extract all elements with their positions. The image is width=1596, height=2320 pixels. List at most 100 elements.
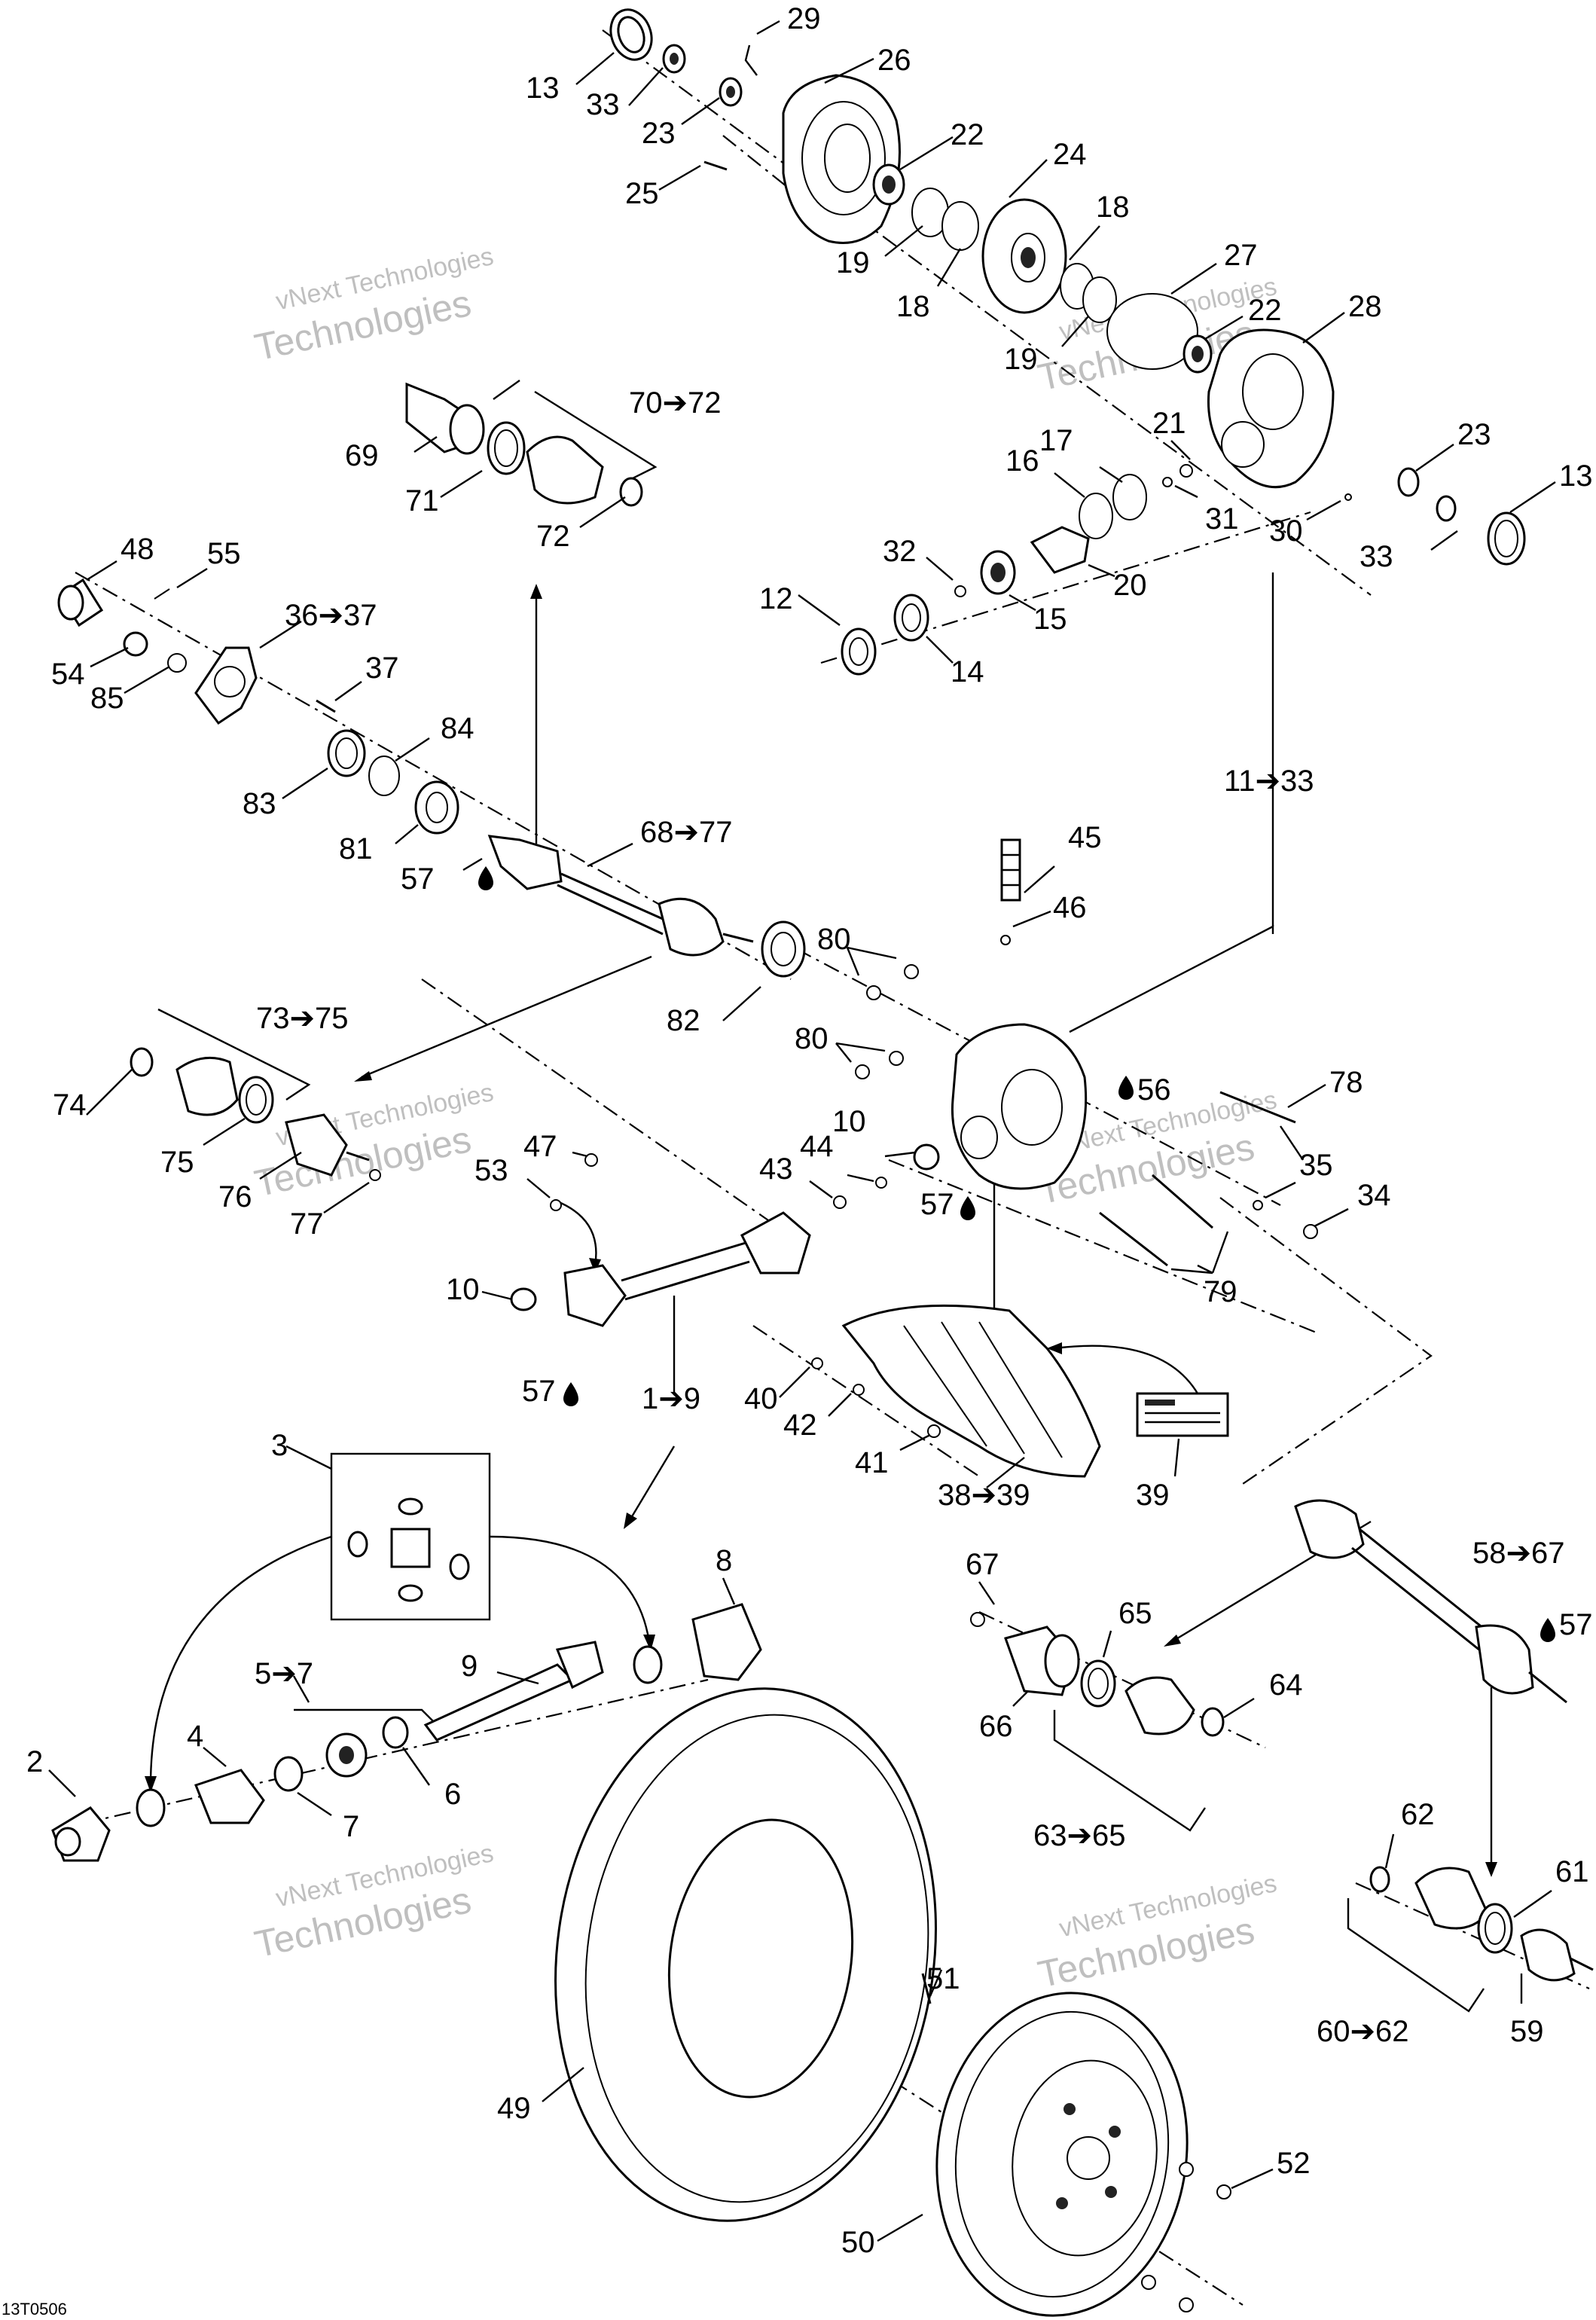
guard-38 (841, 1304, 1101, 1478)
ring-61 (1477, 1903, 1513, 1954)
callout-30: 30 (1269, 514, 1303, 548)
ring-84 (368, 756, 400, 796)
washer-85 (167, 653, 187, 673)
callout-44: 44 (800, 1130, 834, 1163)
callout-45: 45 (1068, 821, 1102, 854)
shim-16 (1079, 493, 1113, 539)
callout-40: 40 (744, 1382, 778, 1415)
bolt-78 (1219, 1091, 1296, 1124)
boot-72 (526, 435, 604, 505)
callout-31: 31 (1205, 502, 1239, 536)
nut-41 (927, 1424, 941, 1438)
callout-57: 57 (522, 1375, 556, 1408)
clamp-72 (619, 477, 643, 507)
bearing-14 (893, 594, 929, 642)
callout-6: 6 (444, 1778, 461, 1811)
screw-40 (811, 1357, 823, 1369)
seal-10-center (913, 1143, 940, 1171)
seal-13-top (609, 8, 653, 61)
callout-51: 51 (926, 1962, 960, 1995)
callout-37: 37 (365, 652, 399, 685)
washer-35 (1253, 1200, 1263, 1210)
propshaft-1 (563, 1211, 811, 1327)
ring-71 (487, 421, 526, 475)
callout-23: 23 (642, 117, 676, 150)
callout-82: 82 (667, 1004, 700, 1037)
callout-68-77: 68➔77 (640, 816, 733, 849)
cross-8 (633, 1645, 663, 1684)
callout-34: 34 (1357, 1179, 1391, 1212)
seal-82 (761, 920, 806, 978)
shim-17 (1112, 474, 1147, 520)
callout-19: 19 (1004, 343, 1038, 376)
oil-drop-icon (1118, 1076, 1134, 1100)
ring-7 (273, 1756, 304, 1792)
callout-66: 66 (979, 1710, 1013, 1743)
nut-34 (1303, 1224, 1318, 1239)
watermark: vNext Technologies Technologies (1034, 1869, 1279, 1995)
u-joint-cross-3 (347, 1497, 470, 1602)
ring-75 (238, 1076, 274, 1124)
callout-58-67: 58➔67 (1472, 1537, 1565, 1570)
callout-49: 49 (497, 2092, 531, 2125)
callout-27: 27 (1224, 239, 1258, 272)
oil-drop-icon (1540, 1618, 1555, 1642)
cap-48 (57, 578, 104, 627)
bearing-33-top (662, 44, 686, 74)
callout-17: 17 (1039, 424, 1073, 457)
washer-21 (1179, 464, 1193, 478)
callout-74: 74 (53, 1088, 87, 1122)
oil-drop-icons (478, 866, 1555, 1642)
callout-1-9: 1➔9 (642, 1382, 700, 1415)
callout-5-7: 5➔7 (255, 1657, 313, 1690)
callout-59: 59 (1510, 2015, 1544, 2048)
callout-29: 29 (787, 2, 821, 35)
cv-joint-59 (1520, 1928, 1594, 1982)
callout-60-62: 60➔62 (1317, 2015, 1409, 2048)
nut-54 (123, 631, 148, 657)
callout-55: 55 (207, 537, 241, 570)
callout-76: 76 (218, 1180, 252, 1213)
callout-75: 75 (160, 1146, 194, 1179)
callout-13: 13 (1559, 459, 1593, 493)
shaft-9 (423, 1641, 604, 1742)
ring-31 (1162, 477, 1173, 487)
callout-26: 26 (877, 44, 911, 77)
callout-33: 33 (586, 88, 620, 121)
callout-77: 77 (290, 1207, 324, 1241)
callout-50: 50 (841, 2226, 875, 2259)
bearing-15 (980, 550, 1016, 595)
callout-39: 39 (1136, 1479, 1170, 1512)
bearing-33-right (1436, 495, 1457, 522)
bearing-23-right (1397, 467, 1420, 497)
shim-19-lower (1082, 276, 1117, 323)
callout-57: 57 (401, 862, 435, 896)
callout-62: 62 (1401, 1798, 1435, 1831)
u-joint-kit-box (330, 1452, 491, 1621)
clamp-64 (1201, 1707, 1225, 1737)
coupler-5 (325, 1732, 368, 1778)
callout-16: 16 (1006, 444, 1039, 478)
callout-57: 57 (1559, 1608, 1593, 1641)
callout-56: 56 (1137, 1073, 1171, 1107)
callout-24: 24 (1053, 138, 1087, 171)
bearing-23-top (719, 77, 743, 107)
bearing-22-top (872, 163, 905, 206)
bolts-79 (1099, 1174, 1213, 1267)
callout-labels: 13 33 23 29 26 22 25 24 18 19 18 27 19 2… (26, 2, 1593, 2259)
callout-11-33: 11➔33 (1224, 765, 1314, 798)
cotter-pin-55 (154, 588, 170, 600)
callout-71: 71 (405, 484, 439, 517)
callout-32: 32 (883, 535, 917, 568)
ring-32 (954, 585, 966, 597)
callout-35: 35 (1299, 1149, 1333, 1182)
callout-15: 15 (1033, 603, 1067, 636)
oil-drop-icon (478, 866, 493, 890)
callout-78: 78 (1329, 1066, 1363, 1099)
nuts-80-top (866, 964, 919, 1000)
washer-53 (550, 1199, 562, 1211)
callout-73-75: 73➔75 (256, 1002, 349, 1035)
ring-46 (1000, 935, 1011, 945)
bolt-25 (703, 160, 728, 171)
callout-7: 7 (343, 1810, 359, 1843)
